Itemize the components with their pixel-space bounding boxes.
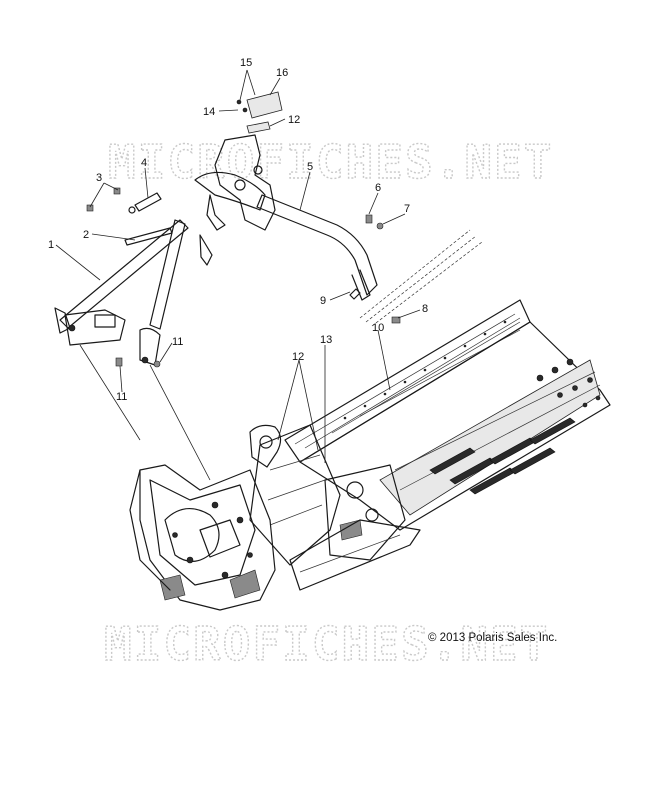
callout-9: 9 [320, 295, 326, 307]
callout-4: 4 [141, 157, 147, 169]
chassis-assembly [129, 299, 611, 611]
callout-16: 16 [276, 67, 288, 79]
callout-8: 8 [422, 303, 428, 315]
callout-5: 5 [307, 161, 313, 173]
callout-12-lower: 12 [292, 351, 304, 363]
callout-1: 1 [48, 239, 54, 251]
callout-7: 7 [404, 203, 410, 215]
callout-2: 2 [83, 229, 89, 241]
callout-3: 3 [96, 172, 102, 184]
callout-11-right: 11 [172, 336, 183, 348]
watermark-top: MICROFICHES.NET [108, 135, 553, 189]
callout-14: 14 [203, 106, 215, 118]
leader-lines [55, 69, 421, 481]
rear-cable [349, 229, 483, 327]
front-cross-brace [54, 187, 384, 368]
callout-10: 10 [372, 322, 384, 334]
callout-6: 6 [375, 182, 381, 194]
steering-post-assembly [194, 91, 378, 301]
callout-13: 13 [320, 334, 332, 346]
copyright-text: © 2013 Polaris Sales Inc. [428, 632, 557, 644]
watermark-bottom: MICROFICHES.NET [104, 617, 549, 671]
callout-11-left: 11 [116, 391, 127, 403]
callout-12-top: 12 [288, 114, 300, 126]
callout-15: 15 [240, 57, 252, 69]
callout-labels: 15 16 14 12 4 5 3 6 7 2 1 9 8 10 11 13 1… [48, 57, 428, 403]
